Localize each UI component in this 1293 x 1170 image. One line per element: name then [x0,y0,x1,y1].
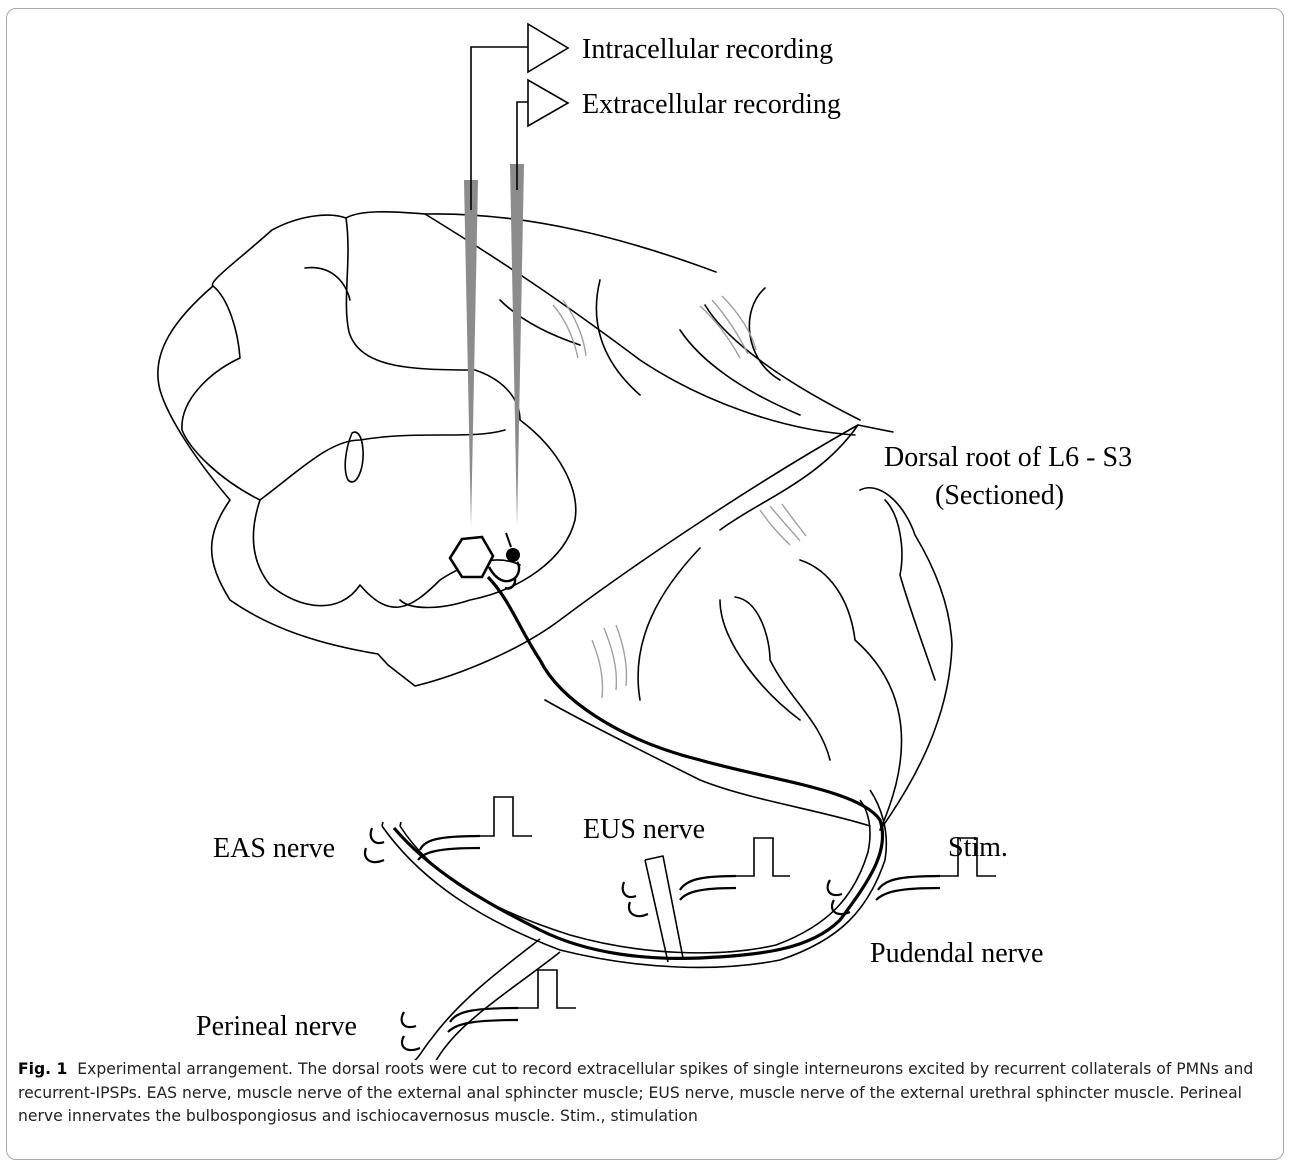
stim-label: Stim. [948,832,1008,863]
dorsal-root-sectioned-label: (Sectioned) [935,480,1064,511]
caption-text: Experimental arrangement. The dorsal roo… [18,1060,1253,1125]
perineal-stim-electrode [402,970,576,1050]
ventral-region-outline [545,425,952,830]
figure-number: Fig. 1 [18,1060,67,1078]
figure-caption: Fig. 1 Experimental arrangement. The dor… [18,1058,1273,1129]
extracellular-amplifier-icon [528,80,568,126]
intracellular-electrode [464,180,478,527]
eas-stim-electrode [365,797,532,862]
perineal-nerve-label: Perineal nerve [196,1011,357,1042]
intracellular-recording-label: Intracellular recording [582,34,833,65]
extracellular-electrode [510,164,524,527]
eas-nerve-label: EAS nerve [213,833,335,864]
intracellular-amplifier-icon [528,24,568,72]
eus-nerve-label: EUS nerve [583,814,705,845]
eas-nerve-branch [382,822,401,826]
eus-stim-electrode [623,838,790,916]
extracellular-recording-label: Extracellular recording [582,89,841,120]
dorsal-root-label: Dorsal root of L6 - S3 [884,442,1132,473]
interneuron-dendrite [506,533,511,547]
pudendal-nerve-label: Pudendal nerve [870,938,1043,969]
experimental-arrangement-diagram: Intracellular recording Extracellular re… [0,0,1293,1060]
motor-axon [394,577,883,958]
interneuron-soma [506,548,520,562]
spinal-cord-outline [158,212,893,686]
eus-nerve-branch [645,856,683,962]
